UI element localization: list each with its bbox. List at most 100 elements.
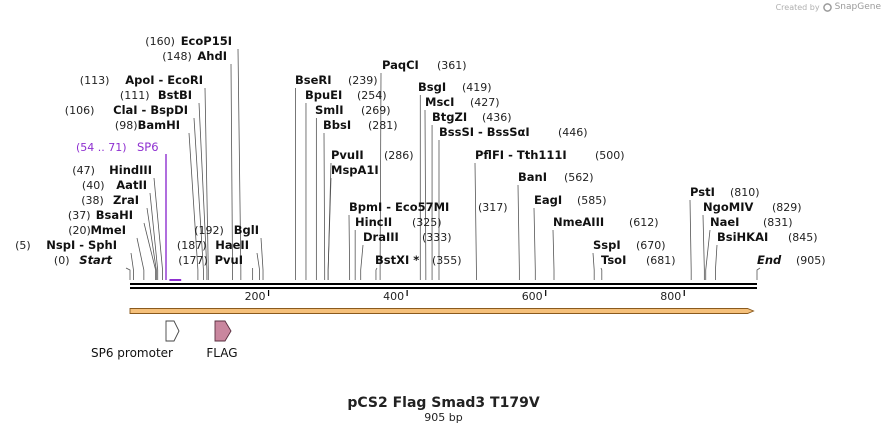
site-position-draiii: (333) xyxy=(422,231,452,244)
site-position-tsoi: (681) xyxy=(646,254,676,267)
site-name-pvui: PvuI xyxy=(215,253,243,267)
site-name-mspa1i: MspA1I xyxy=(331,163,379,177)
site-position-bsahi: (37) xyxy=(68,209,91,222)
site-name-end: End xyxy=(757,253,782,267)
site-line-ahdi xyxy=(230,63,233,280)
site-name-bsssi-bsss-i: BssSI - BssSαI xyxy=(439,125,530,139)
site-name-bstbi: BstBI xyxy=(158,88,192,102)
map-length: 905 bp xyxy=(424,411,463,424)
site-line-haeii xyxy=(256,252,260,280)
site-name-bsgi: BsgI xyxy=(418,80,446,94)
site-name-mmei: MmeI xyxy=(90,223,126,237)
site-labels: Start(0)NspI - SphI(5)MmeI(20)BsaHI(37)Z… xyxy=(15,34,825,267)
site-line-zrai xyxy=(146,207,157,280)
site-name-pvuii: PvuII xyxy=(331,148,364,162)
ruler-label-600: 600 xyxy=(522,290,543,303)
site-name-pflfi-tth111i: PflFI - Tth111I xyxy=(475,148,567,162)
site-name-aatii: AatII xyxy=(116,178,147,192)
orf-arrow xyxy=(129,308,755,314)
site-position-eagi: (585) xyxy=(577,194,607,207)
snapgene-credit: Created by SnapGene xyxy=(776,2,881,12)
site-position-nspi-sphi: (5) xyxy=(15,239,31,252)
site-line-end xyxy=(756,267,761,280)
site-name-hincii: HincII xyxy=(355,215,392,229)
site-line-pflfi-tth111i xyxy=(474,162,477,280)
ruler-label-800: 800 xyxy=(660,290,681,303)
site-line-bsahi xyxy=(143,222,157,280)
ruler-label-400: 400 xyxy=(383,290,404,303)
site-lines xyxy=(125,48,761,280)
site-line-bamhi xyxy=(188,132,199,280)
site-name-bstxi: BstXI * xyxy=(375,253,419,267)
site-position-bsihkai: (845) xyxy=(788,231,818,244)
site-line-tsoi xyxy=(600,267,603,280)
site-line-aatii xyxy=(149,192,159,280)
site-line-bpmi-eco57mi xyxy=(348,214,351,280)
site-name-bsihkai: BsiHKAI xyxy=(717,230,768,244)
site-name-nmeaiii: NmeAIII xyxy=(553,215,604,229)
site-line-psti xyxy=(689,199,692,280)
site-line-ngomiv xyxy=(702,214,705,280)
site-position-bstbi: (111) xyxy=(120,89,150,102)
site-position-pflfi-tth111i: (500) xyxy=(595,149,625,162)
site-position-bamhi: (98) xyxy=(115,119,138,132)
site-position-bstxi: (355) xyxy=(432,254,462,267)
site-name-bpmi-eco57mi: BpmI - Eco57MI xyxy=(349,200,449,214)
site-position-bgli: (192) xyxy=(194,224,224,237)
site-position-bsssi-bsss-i: (446) xyxy=(558,126,588,139)
credit-brand: SnapGene xyxy=(834,2,881,12)
site-name-ngomiv: NgoMIV xyxy=(703,200,753,214)
site-line-bstxi xyxy=(375,267,378,280)
site-line-bbsi xyxy=(323,132,326,280)
site-name-psti: PstI xyxy=(690,185,715,199)
site-name-tsoi: TsoI xyxy=(601,253,626,267)
site-position-ahdi: (148) xyxy=(162,50,192,63)
site-position-pvuii: (286) xyxy=(384,149,414,162)
site-name-draiii: DraIII xyxy=(363,230,399,244)
site-name-apoi-ecori: ApoI - EcoRI xyxy=(125,73,203,87)
site-position-pvui: (177) xyxy=(178,254,208,267)
site-line-nmeaiii xyxy=(552,229,555,280)
site-line-naei xyxy=(705,229,711,280)
site-position-mmei: (20) xyxy=(68,224,91,237)
site-name-start: Start xyxy=(79,253,112,267)
site-line-bsihkai xyxy=(715,244,718,280)
promoter-arrow xyxy=(165,320,180,342)
site-position-aatii: (40) xyxy=(82,179,105,192)
flag-arrow xyxy=(214,320,232,342)
site-line-msci xyxy=(424,109,427,280)
site-position-haeii: (187) xyxy=(177,239,207,252)
site-position-apoi-ecori: (113) xyxy=(80,74,110,87)
site-position-smli: (269) xyxy=(361,104,391,117)
site-position-bpmi-eco57mi: (317) xyxy=(478,201,508,214)
primer-name: SP6 xyxy=(137,140,159,154)
site-name-haeii: HaeII xyxy=(215,238,249,252)
site-line-paqci xyxy=(379,72,382,280)
site-line-bani xyxy=(517,184,520,280)
site-line-draiii xyxy=(360,244,364,280)
site-position-bsgi: (419) xyxy=(462,81,492,94)
primer-layer: (54 .. 71)SP6 xyxy=(76,140,182,281)
flag-label: FLAG xyxy=(206,346,237,360)
site-name-nspi-sphi: NspI - SphI xyxy=(46,238,117,252)
site-name-bani: BanI xyxy=(518,170,547,184)
site-name-zrai: ZraI xyxy=(113,193,139,207)
site-line-bstbi xyxy=(198,102,208,280)
site-position-hindiii: (47) xyxy=(72,164,95,177)
site-name-bseri: BseRI xyxy=(295,73,332,87)
site-name-bbsi: BbsI xyxy=(323,118,351,132)
ruler-label-200: 200 xyxy=(245,290,266,303)
site-name-msci: MscI xyxy=(425,95,454,109)
snapgene-logo-icon xyxy=(822,2,832,12)
site-position-naei: (831) xyxy=(763,216,793,229)
site-line-nspi-sphi xyxy=(130,252,134,280)
site-line-apoi-ecori xyxy=(204,87,209,280)
site-line-eagi xyxy=(533,207,536,280)
site-name-naei: NaeI xyxy=(710,215,739,229)
site-position-bani: (562) xyxy=(564,171,594,184)
site-name-hindiii: HindIII xyxy=(109,163,152,177)
site-position-psti: (810) xyxy=(730,186,760,199)
site-position-bbsi: (281) xyxy=(368,119,398,132)
